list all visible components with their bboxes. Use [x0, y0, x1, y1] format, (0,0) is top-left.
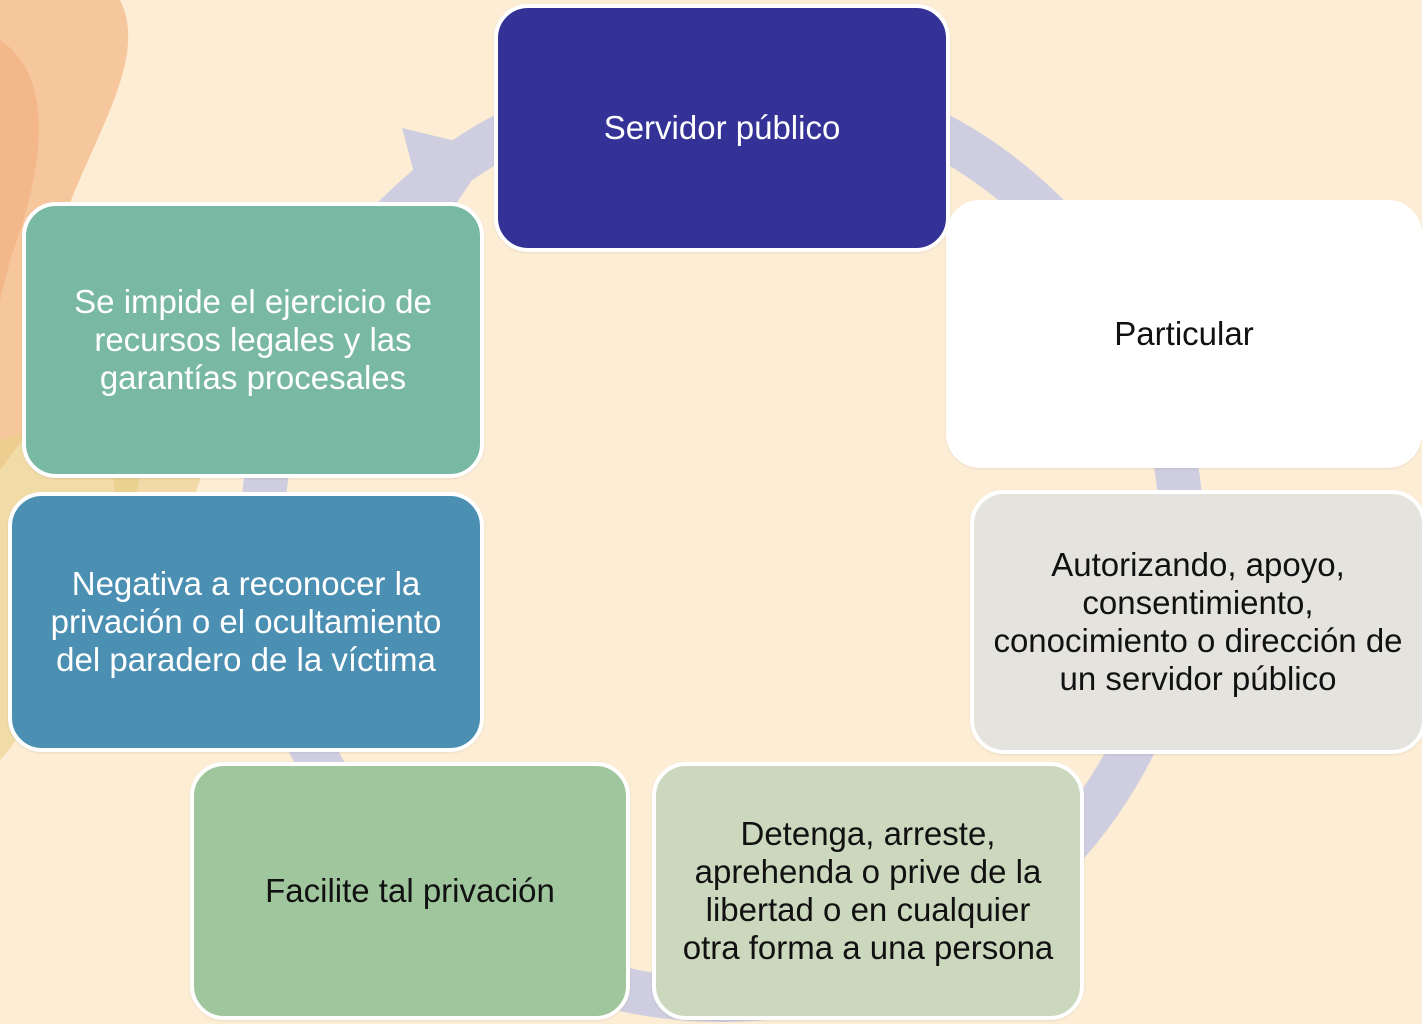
node-particular: Particular — [946, 200, 1422, 468]
node-negativa-label: Negativa a reconocer la privación o el o… — [50, 565, 442, 678]
node-facilite: Facilite tal privación — [190, 762, 630, 1020]
node-servidor-publico: Servidor público — [494, 4, 950, 252]
node-autorizando-label: Autorizando, apoyo, consentimiento, cono… — [993, 546, 1403, 697]
node-facilite-label: Facilite tal privación — [265, 872, 555, 909]
node-negativa: Negativa a reconocer la privación o el o… — [8, 492, 484, 752]
node-autorizando: Autorizando, apoyo, consentimiento, cono… — [970, 490, 1422, 754]
decorative-brush-stroke-orange-light — [0, 40, 39, 300]
node-detenga: Detenga, arreste, aprehenda o prive de l… — [652, 762, 1084, 1020]
node-particular-label: Particular — [1114, 315, 1254, 352]
node-impide-recursos-label: Se impide el ejercicio de recursos legal… — [74, 283, 432, 396]
node-detenga-label: Detenga, arreste, aprehenda o prive de l… — [682, 815, 1054, 966]
node-servidor-publico-label: Servidor público — [603, 109, 841, 146]
node-impide-recursos: Se impide el ejercicio de recursos legal… — [22, 202, 484, 478]
